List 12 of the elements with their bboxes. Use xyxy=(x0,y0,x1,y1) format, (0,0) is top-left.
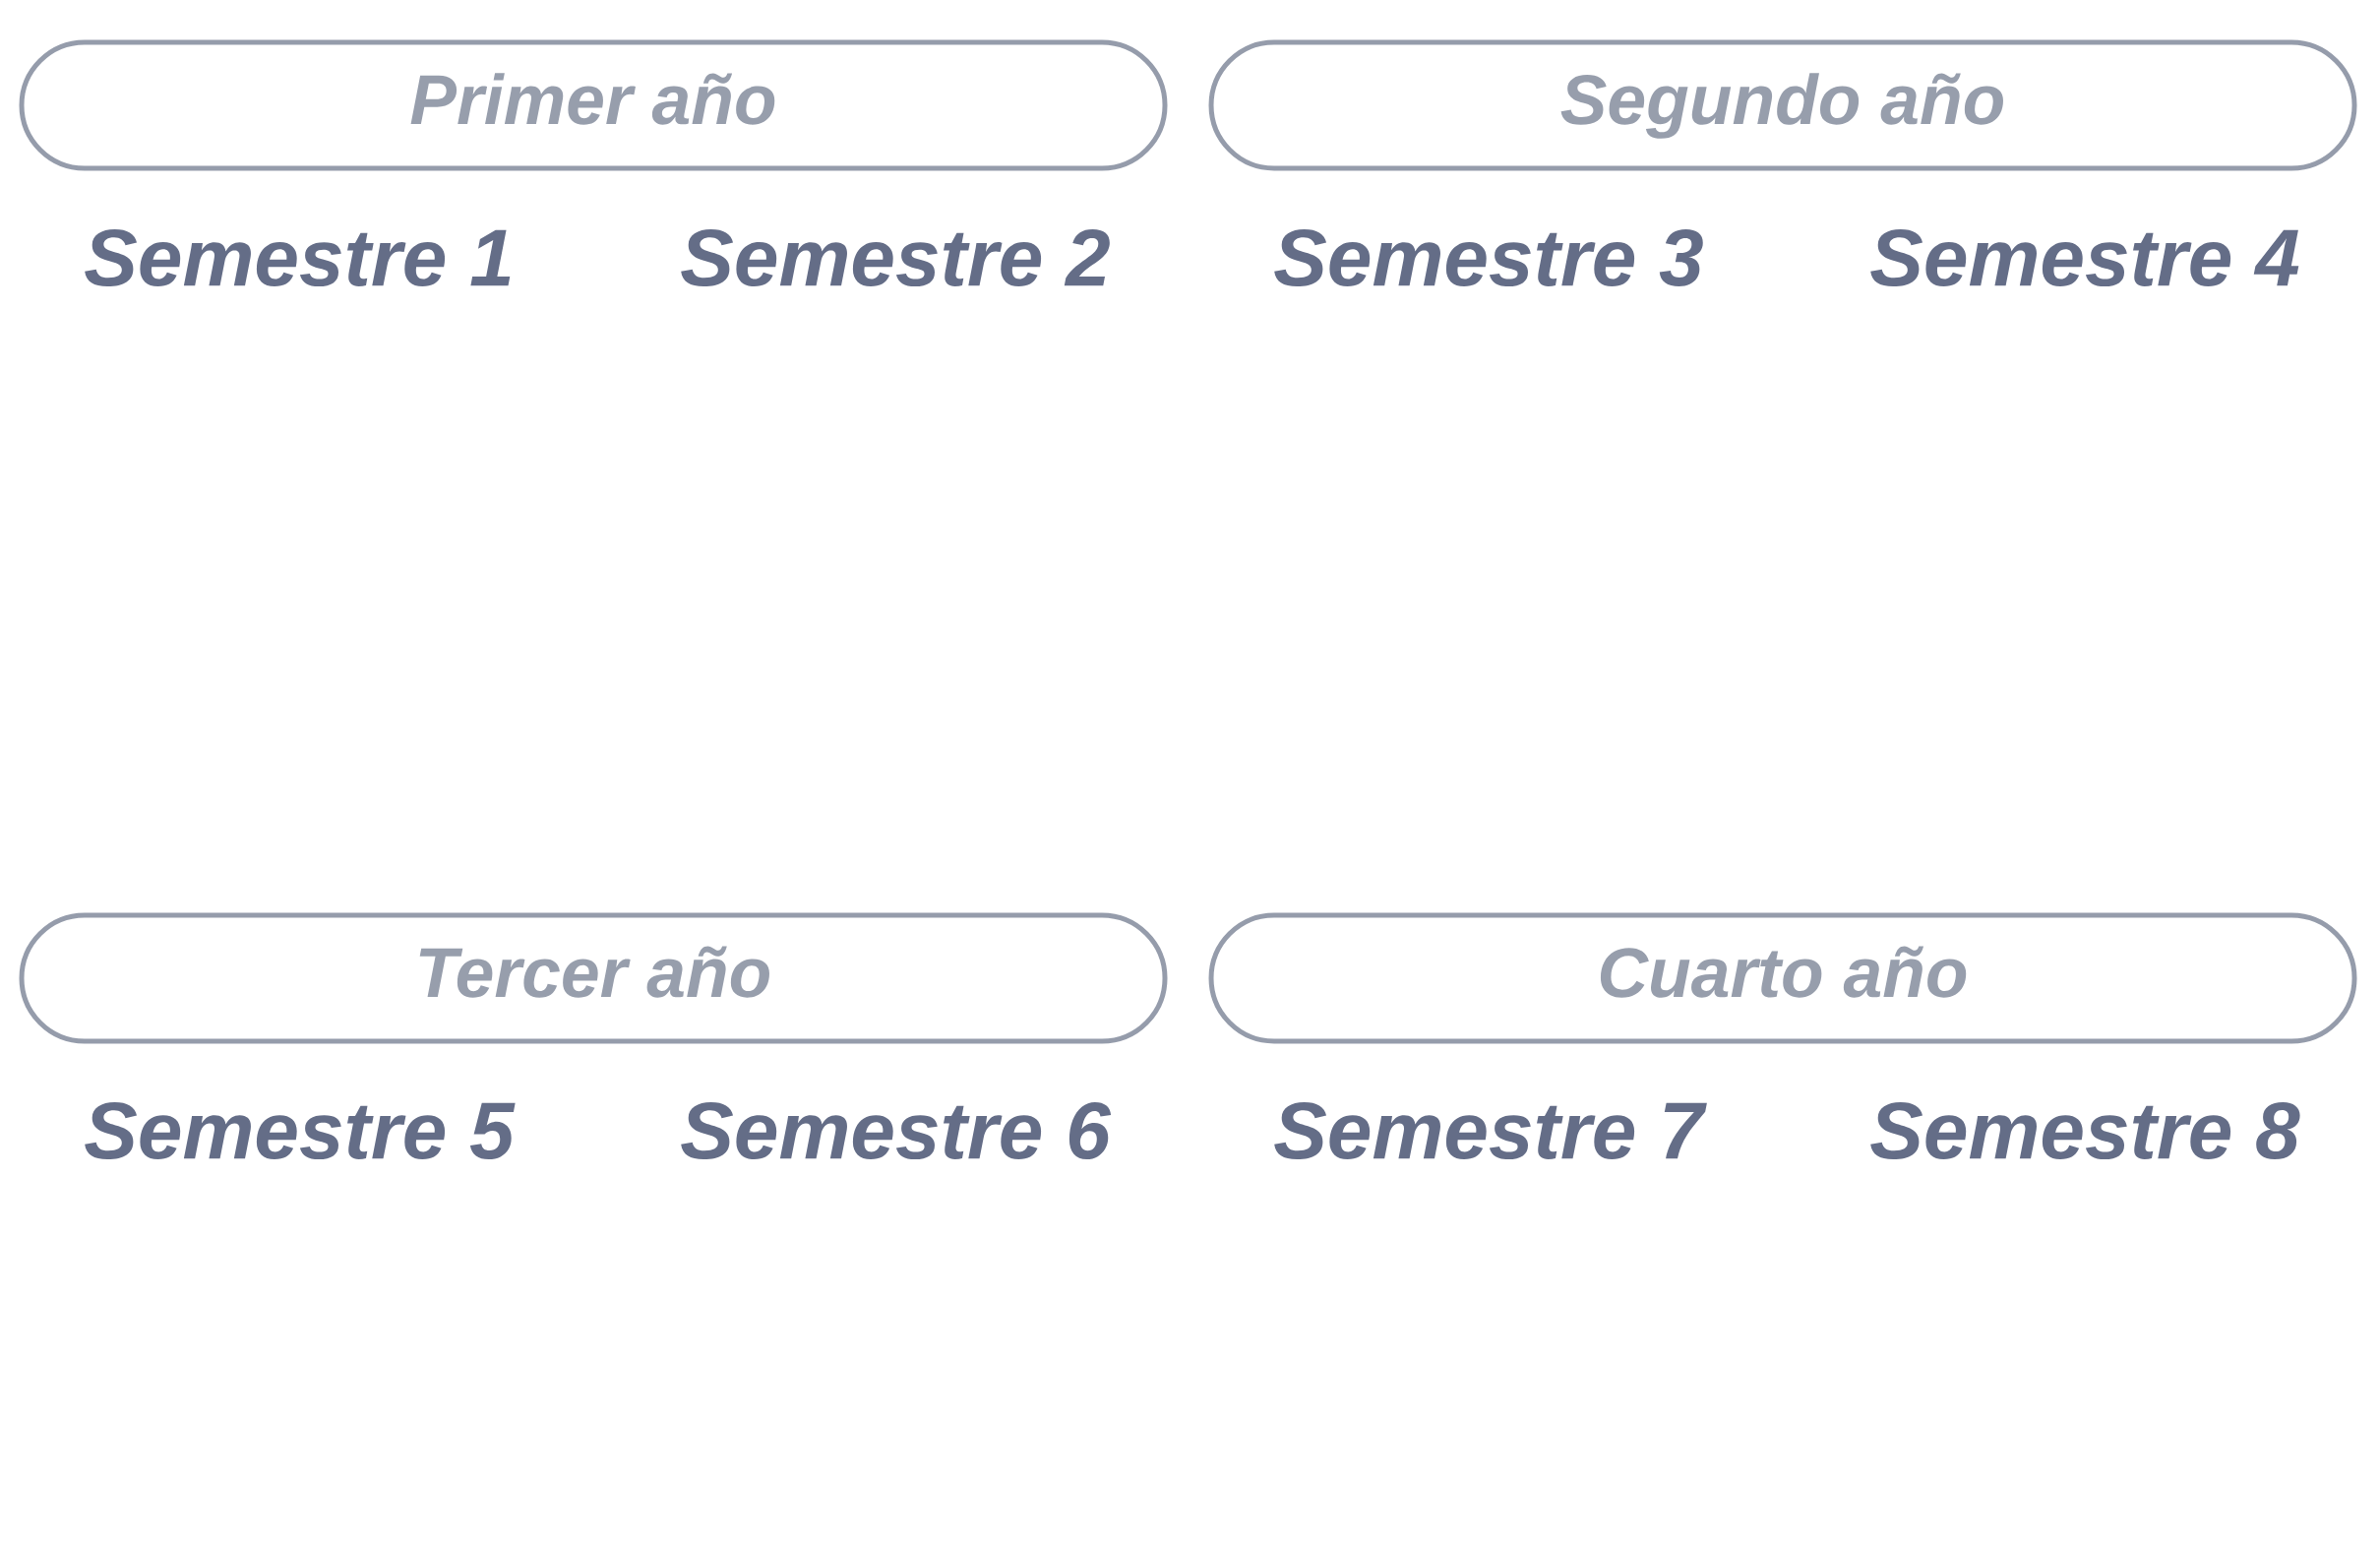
year-header: Primer año xyxy=(19,39,1168,171)
semester-label: Semestre 7 xyxy=(1274,1102,1707,1160)
semester-label: Semestre 6 xyxy=(681,1102,1112,1160)
year-header: Tercer año xyxy=(19,912,1168,1044)
semester-label: Semestre 1 xyxy=(85,229,511,287)
semester-label: Semestre 4 xyxy=(1870,229,2299,287)
year-header: Cuarto año xyxy=(1208,912,2357,1044)
semester-label: Semestre 5 xyxy=(85,1102,516,1160)
semester-label: Semestre 8 xyxy=(1870,1102,2300,1160)
year-header: Segundo año xyxy=(1208,39,2357,171)
semester-label: Semestre 3 xyxy=(1274,229,1703,287)
semester-label: Semestre 2 xyxy=(681,229,1110,287)
